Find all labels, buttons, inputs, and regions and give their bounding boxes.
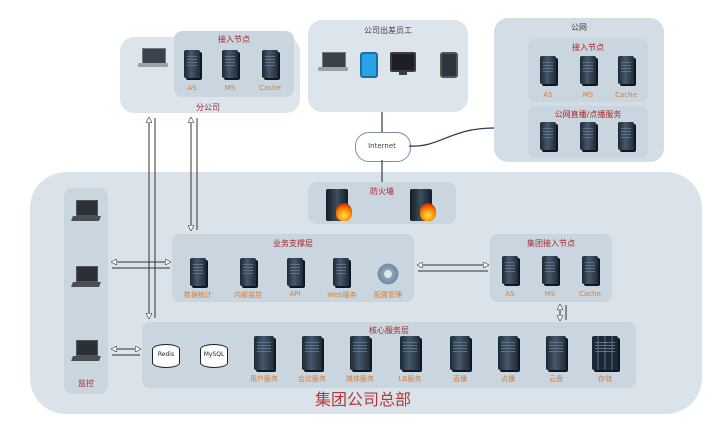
public-server-ms: [580, 56, 596, 84]
branch-server-ms: [222, 50, 238, 78]
public-live-title: 公网直播/点播服务: [554, 110, 622, 119]
core-label: 直播: [453, 375, 467, 383]
group-server-ms: [542, 256, 558, 284]
internet-cloud: [355, 132, 411, 162]
monitor-pc-icon: [71, 200, 101, 222]
link-public-internet: [408, 127, 495, 147]
storage-rack: [592, 336, 618, 370]
public-label-as: AS: [543, 91, 553, 99]
group-access-title: 集团接入节点: [527, 239, 575, 248]
core-server: [350, 336, 370, 370]
public-label-cache: Cache: [615, 91, 637, 99]
connector-branch-support: [191, 118, 198, 230]
connector-group-core: [560, 305, 567, 320]
support-server: [287, 258, 303, 286]
traveling-title: 公司出差员工: [364, 26, 412, 35]
core-label: 云盘: [549, 375, 563, 383]
group-label-as: AS: [505, 290, 515, 298]
connector-monitor-support: [112, 262, 170, 269]
core-label: 点播: [501, 375, 515, 383]
support-server: [190, 258, 206, 286]
redis-db-icon: Redis: [152, 344, 180, 368]
monitor-pc-icon: [71, 266, 101, 288]
monitor-pc-icon: [71, 340, 101, 362]
laptop-icon: [318, 52, 348, 72]
firewall-icon: [326, 189, 352, 221]
support-server: [333, 258, 349, 286]
core-title: 核心服务层: [369, 326, 409, 335]
monitor-label: 监控: [78, 379, 94, 388]
core-server: [302, 336, 322, 370]
group-label-ms: MS: [544, 290, 556, 298]
core-label: 存储: [598, 375, 612, 383]
branch-caption: 分公司: [196, 103, 220, 112]
support-label: 数据统计: [184, 291, 212, 299]
public-server-cache: [618, 56, 634, 84]
firewall-title: 防火墙: [370, 187, 394, 196]
tablet-icon: [440, 52, 458, 78]
mysql-label: MySQL: [203, 351, 225, 358]
support-label: Web服务: [327, 291, 357, 299]
live-server: [580, 122, 596, 150]
internet-label: Internet: [368, 142, 396, 150]
group-server-cache: [582, 256, 598, 284]
branch-label-ms: MS: [224, 84, 236, 92]
support-label: API: [289, 290, 301, 298]
core-label: 用户服务: [250, 375, 278, 383]
branch-label-cache: Cache: [259, 84, 281, 92]
core-label: 媒体服务: [346, 375, 374, 383]
public-net-title: 公网: [571, 23, 587, 32]
public-label-ms: MS: [582, 91, 594, 99]
firewall-icon: [410, 189, 436, 221]
branch-label-as: AS: [187, 84, 197, 92]
public-server-as: [540, 56, 556, 84]
monitor-icon: [390, 52, 416, 75]
live-server: [540, 122, 556, 150]
config-gear-icon: [376, 262, 400, 286]
core-label: LB服务: [398, 375, 422, 383]
core-server: [400, 336, 420, 370]
connector-support-group: [418, 265, 488, 272]
group-server-as: [502, 256, 518, 284]
public-access-title: 接入节点: [572, 43, 604, 52]
core-server: [450, 336, 470, 370]
support-label: 内部监控: [234, 291, 262, 299]
core-label: 会议服务: [298, 375, 326, 383]
core-server: [254, 336, 274, 370]
hq-title: 集团公司总部: [314, 390, 411, 409]
group-label-cache: Cache: [579, 290, 601, 298]
support-server: [240, 258, 256, 286]
connector-monitor-core: [112, 349, 140, 356]
support-label: 配置管理: [374, 291, 402, 299]
branch-server-cache: [262, 50, 278, 78]
connector-branch-core: [149, 118, 156, 318]
branch-server-as: [184, 50, 200, 78]
laptop-icon: [138, 48, 168, 68]
redis-label: Redis: [157, 351, 175, 358]
support-title: 业务支撑层: [273, 239, 313, 248]
core-server: [546, 336, 566, 370]
core-server: [498, 336, 518, 370]
live-server: [618, 122, 634, 150]
tablet-icon: [360, 52, 378, 78]
mysql-db-icon: MySQL: [200, 344, 228, 368]
branch-access-title: 接入节点: [218, 35, 250, 44]
